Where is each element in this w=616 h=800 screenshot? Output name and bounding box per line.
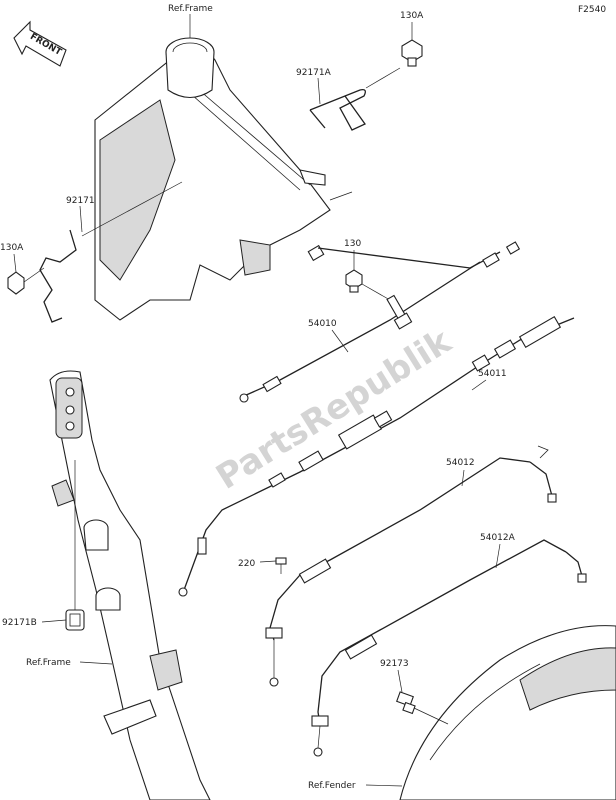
grommet-92173 [396,691,416,715]
watermark: PartsRepublik [209,321,459,498]
cable-54010 [239,241,521,403]
bolt-130 [345,269,363,293]
callout-54010: 54010 [308,319,337,329]
callout-130a-top: 130A [400,11,424,21]
callout-ref-fender: Ref.Fender [308,781,356,791]
rear-fender [399,625,616,800]
callout-130: 130 [344,239,361,249]
callout-220: 220 [238,559,255,569]
cable-54012 [265,445,557,687]
callout-92171: 92171 [66,196,95,206]
bolt-130a-top [401,39,423,67]
callout-92171b: 92171B [2,618,37,628]
callout-92173: 92173 [380,659,409,669]
figure-code: F2540 [578,5,606,15]
callout-54012: 54012 [446,458,475,468]
lower-frame [49,370,211,800]
watermark-text: PartsRepublik [209,321,459,498]
clip-92171a [309,88,366,131]
bolt-130a-left [7,271,25,295]
clip-92171 [39,229,77,323]
front-arrow-icon: FRONT [13,20,67,67]
upper-frame [94,37,353,321]
cable-54011 [178,316,575,597]
callout-92171a: 92171A [296,68,332,78]
callout-ref-frame-top: Ref.Frame [168,4,213,14]
callout-130a-left: 130A [0,243,24,253]
callout-54011: 54011 [478,369,507,379]
callout-ref-frame-bottom: Ref.Frame [26,658,71,668]
screw-220 [275,557,287,574]
cable-54012a [311,539,587,757]
callout-54012a: 54012A [480,533,516,543]
